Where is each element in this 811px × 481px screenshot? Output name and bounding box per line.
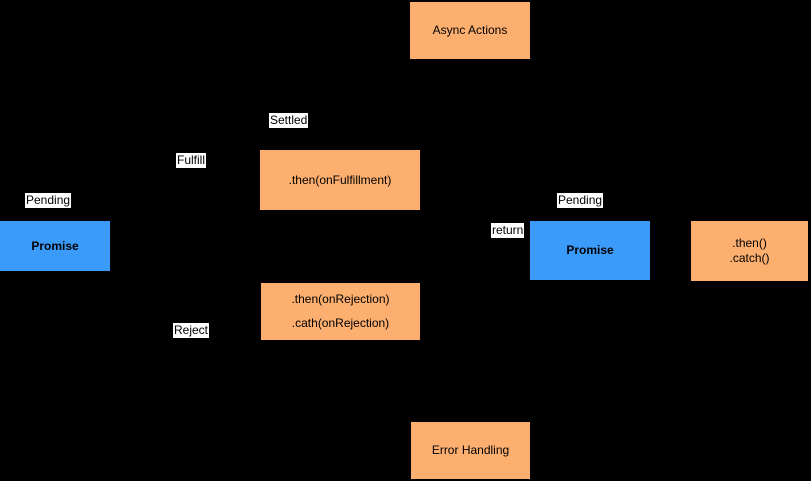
node-then-chained-label: .then() bbox=[732, 236, 767, 250]
node-promise-returned-label: Promise bbox=[566, 243, 614, 257]
edge-label-return: return bbox=[491, 223, 525, 238]
node-then-on-fulfillment-label: .then(onFulfillment) bbox=[288, 172, 392, 187]
edge-label-reject: Reject bbox=[173, 323, 210, 338]
node-promise-returned[interactable]: Promise bbox=[530, 221, 650, 280]
edge-label-pending-left: Pending bbox=[25, 193, 72, 208]
node-error-handling[interactable]: Error Handling bbox=[411, 422, 530, 479]
node-async-actions[interactable]: Async Actions bbox=[410, 2, 530, 59]
node-then-catch-on-rejection[interactable]: .then(onRejection) .cath(onRejection) bbox=[261, 283, 420, 340]
connector-then-to-promise bbox=[420, 250, 530, 251]
connector-promise-to-fulfill bbox=[110, 245, 260, 246]
node-error-handling-label: Error Handling bbox=[431, 443, 510, 457]
edge-label-fulfill: Fulfill bbox=[176, 153, 207, 168]
edge-label-settled: Settled bbox=[269, 113, 309, 128]
connector-fulfill-to-then bbox=[260, 180, 261, 246]
connector-promise-to-chain bbox=[650, 250, 691, 251]
node-catch-chained-label: .catch() bbox=[729, 251, 770, 265]
node-promise-initial-label: Promise bbox=[31, 238, 79, 253]
node-then-on-fulfillment[interactable]: .then(onFulfillment) bbox=[260, 150, 420, 210]
node-async-actions-label: Async Actions bbox=[432, 23, 508, 37]
connector-reject-to-catch bbox=[260, 245, 261, 311]
node-cath-on-rejection-label: .cath(onRejection) bbox=[291, 316, 390, 330]
connector-async-to-settled bbox=[470, 59, 471, 120]
connector-catch-to-error bbox=[470, 340, 471, 422]
node-then-on-rejection-label: .then(onRejection) bbox=[291, 292, 390, 306]
node-then-catch-chained[interactable]: .then() .catch() bbox=[691, 221, 808, 281]
node-promise-initial[interactable]: Promise bbox=[0, 221, 110, 271]
edge-label-pending-right: Pending bbox=[557, 193, 604, 208]
